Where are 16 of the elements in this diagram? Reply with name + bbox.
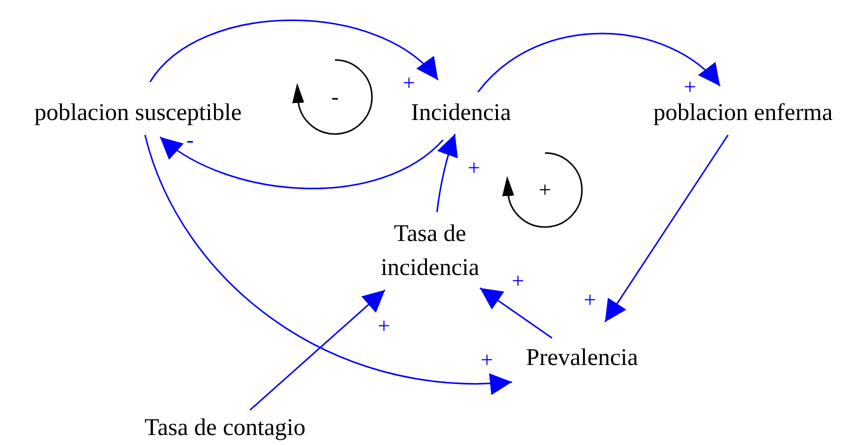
loop-polarity-label: +: [538, 179, 552, 201]
variable-label: Tasa de contagio: [115, 411, 335, 445]
variable-label: Prevalencia: [507, 341, 657, 375]
variable-label: poblacion susceptible: [3, 96, 273, 130]
arrow: [160, 136, 444, 190]
arrow: [144, 134, 512, 394]
arrow: [477, 32, 721, 92]
arrow: [480, 287, 552, 339]
arrow: [149, 20, 439, 82]
variable-label: Incidencia: [396, 96, 526, 130]
arrow: [250, 289, 386, 411]
variable-label: poblacion enferma: [628, 96, 856, 130]
variable-label: Tasa de incidencia: [360, 217, 500, 285]
loop-polarity-label: -: [331, 86, 339, 108]
arrow: [604, 134, 729, 322]
arrow: [436, 134, 458, 212]
